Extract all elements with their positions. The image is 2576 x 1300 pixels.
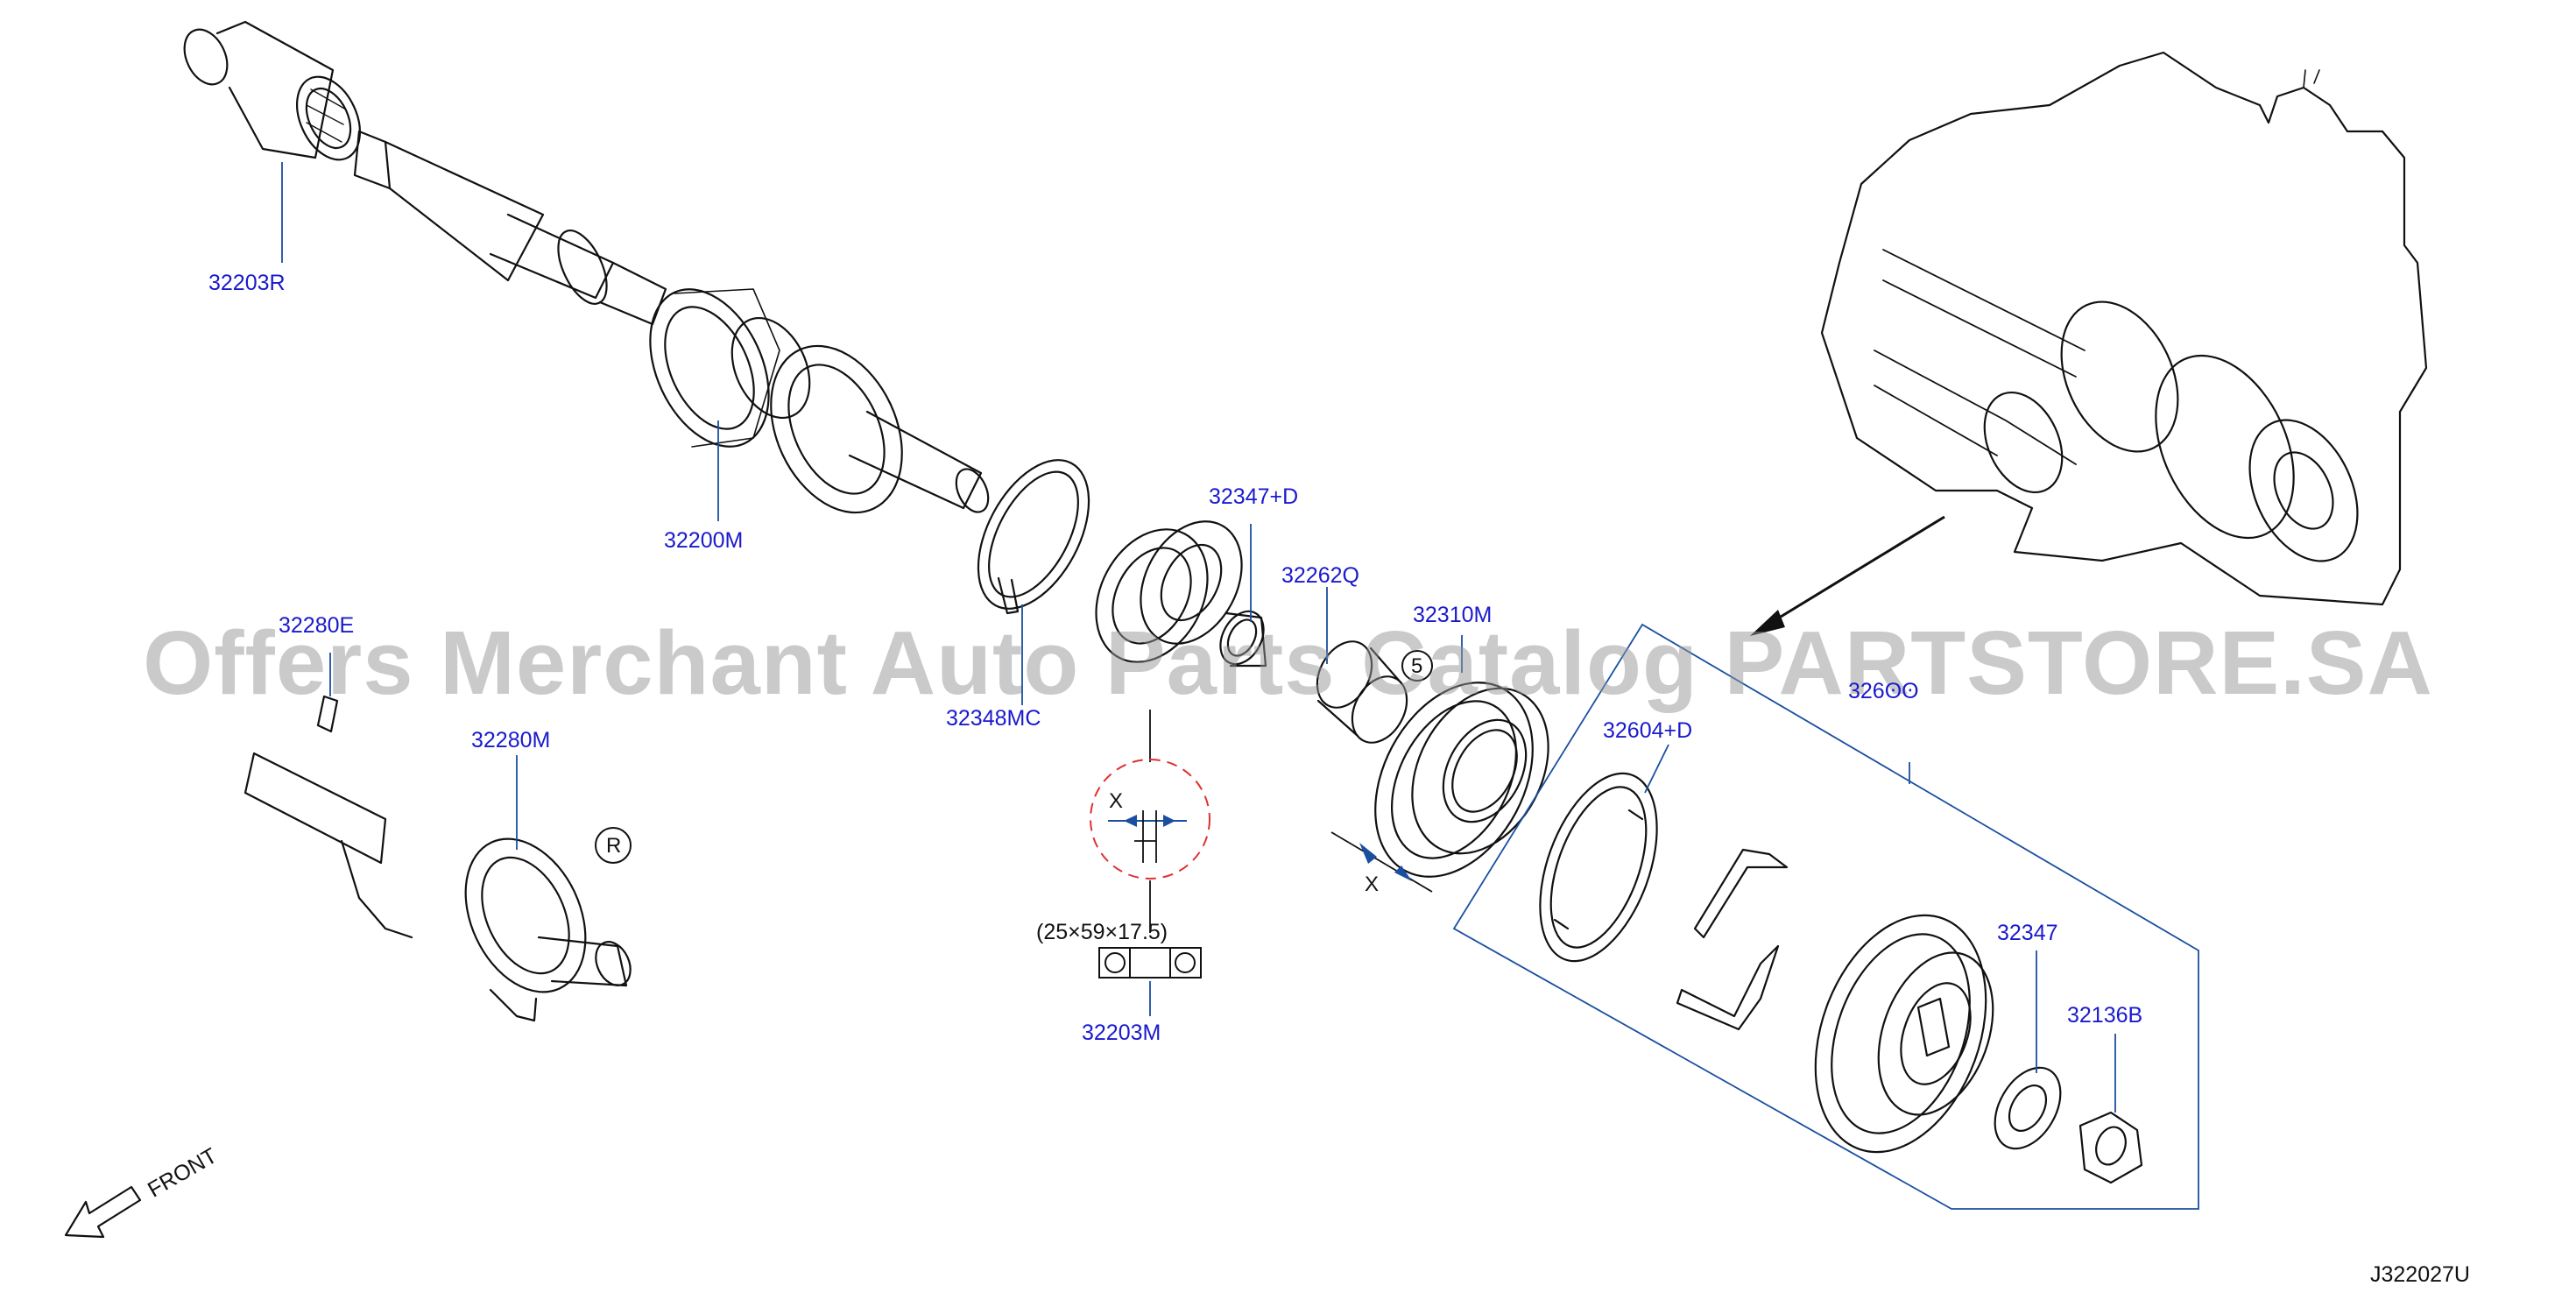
needle-bearing-part xyxy=(1316,640,1408,744)
reverse-r-circle xyxy=(595,827,632,864)
callout-32280M[interactable]: 32280M xyxy=(471,728,551,752)
front-arrow-icon xyxy=(64,1185,142,1239)
callout-32200M[interactable]: 32200M xyxy=(664,528,744,553)
mark-x-gear: X xyxy=(1365,873,1380,896)
main-shaft-part xyxy=(353,130,990,514)
callout-32347[interactable]: 32347 xyxy=(1997,921,2058,945)
mark-r: R xyxy=(606,834,622,858)
spring-lower-part xyxy=(1676,944,1780,1031)
watermark: Offers Merchant Auto Parts Catalog PARTS… xyxy=(143,612,2433,713)
mark-x-detail: X xyxy=(1109,789,1124,813)
callout-32310M[interactable]: 32310M xyxy=(1413,603,1493,627)
inset-pointer-arrow xyxy=(1750,515,1945,636)
transmission-inset xyxy=(1820,51,2428,606)
kit-boundary xyxy=(1452,623,2199,1210)
lock-washer-part xyxy=(1994,1066,2062,1150)
fifth-gear-part xyxy=(1374,682,1549,878)
reverse-idler-part xyxy=(243,752,632,1022)
synchro-ring-part xyxy=(1539,772,1658,963)
callout-32136B[interactable]: 32136B xyxy=(2067,1003,2143,1028)
dimension-note: (25×59×17.5) xyxy=(1036,920,1168,944)
leader-lines xyxy=(281,162,2116,1113)
callout-32280E[interactable]: 32280E xyxy=(279,613,355,638)
callout-326xx[interactable]: 326ʘʘ xyxy=(1848,679,1919,703)
bearing-part xyxy=(1095,520,1243,663)
pilot-bushing-part xyxy=(183,20,361,161)
callout-32203R[interactable]: 32203R xyxy=(208,271,286,295)
mark-five: 5 xyxy=(1411,654,1423,678)
dimension-detail xyxy=(1090,710,1210,1016)
diagram-code: J322027U xyxy=(2370,1262,2470,1287)
snap-ring-part xyxy=(977,459,1090,615)
gear-five-circle xyxy=(1401,650,1433,682)
nut-part xyxy=(2078,1111,2143,1184)
spring-upper-part xyxy=(1693,848,1789,939)
callout-32604D[interactable]: 32604+D xyxy=(1603,718,1693,743)
callout-32347D[interactable]: 32347+D xyxy=(1209,484,1299,509)
gear-x-measure xyxy=(1330,831,1433,893)
callout-32348MC[interactable]: 32348MC xyxy=(946,706,1041,731)
callout-32203M[interactable]: 32203M xyxy=(1082,1021,1161,1045)
pin-part xyxy=(316,695,339,733)
synchro-hub-part xyxy=(1814,914,1994,1154)
callout-32262Q[interactable]: 32262Q xyxy=(1281,563,1359,588)
